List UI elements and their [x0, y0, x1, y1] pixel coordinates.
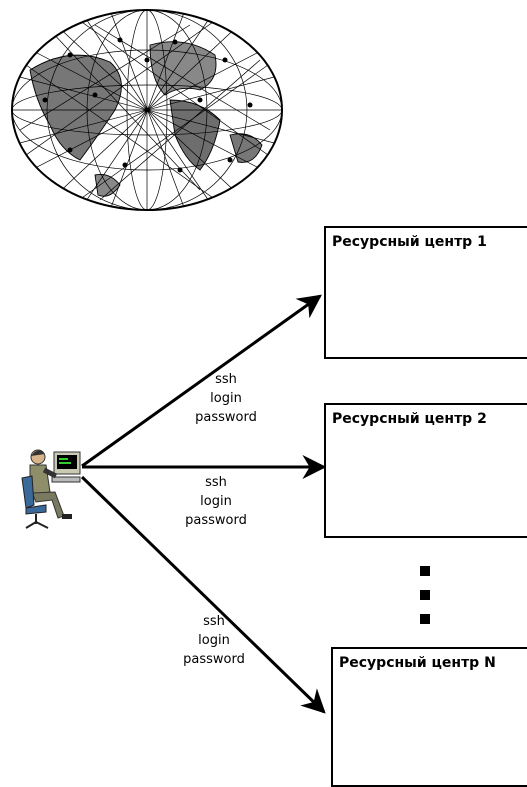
login-label: login: [200, 494, 232, 509]
edge-to-center-1: [81, 294, 322, 468]
protocol-label: ssh: [203, 614, 225, 629]
resource-center-1: Ресурсный центр 1: [324, 226, 527, 359]
resource-center-2: Ресурсный центр 2: [324, 403, 527, 538]
edge-label-center-n: ssh login password: [156, 612, 272, 669]
protocol-label: ssh: [215, 372, 237, 387]
ellipsis-icon: [420, 566, 430, 624]
password-label: password: [195, 410, 257, 425]
password-label: password: [185, 513, 247, 528]
edge-label-center-2: ssh login password: [158, 473, 274, 530]
password-label: password: [183, 652, 245, 667]
resource-center-title: Ресурсный центр N: [339, 655, 496, 671]
resource-center-title: Ресурсный центр 1: [332, 234, 487, 250]
edge-label-center-1: ssh login password: [166, 370, 286, 427]
protocol-label: ssh: [205, 475, 227, 490]
edge-to-center-n: [80, 475, 326, 714]
resource-center-title: Ресурсный центр 2: [332, 411, 487, 427]
user-at-computer-icon: [21, 449, 81, 529]
edges: [80, 294, 327, 714]
resource-center-n: Ресурсный центр N: [331, 647, 527, 787]
login-label: login: [210, 391, 242, 406]
globe-mesh-icon: [11, 9, 283, 211]
login-label: login: [198, 633, 230, 648]
